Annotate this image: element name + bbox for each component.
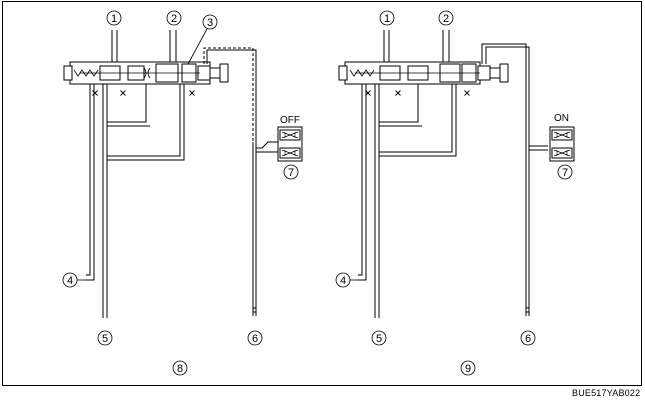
figure-frame [2, 1, 642, 386]
solenoid-on-label: ON [554, 113, 569, 124]
callout-2-right [438, 10, 454, 26]
callout-5-right [371, 330, 387, 346]
solenoid-off-label: OFF [280, 115, 300, 126]
callout-5-left [97, 330, 113, 346]
callout-4-left-text: 4 [67, 275, 73, 287]
callout-9-text: 9 [465, 363, 471, 375]
callout-6-right-text: 6 [525, 333, 531, 345]
callout-8 [172, 360, 188, 376]
figure-code: BUE517YAB022 [572, 388, 641, 398]
callout-2-left-text: 2 [171, 13, 177, 25]
callout-6-left [247, 330, 263, 346]
callout-1-right [379, 10, 395, 26]
callout-3-text: 3 [207, 17, 213, 29]
solenoid-off: OFF [277, 115, 303, 162]
callout-1-left [106, 10, 122, 26]
callout-7-left [283, 164, 299, 180]
callout-3 [202, 14, 218, 30]
callout-6-left-text: 6 [252, 333, 258, 345]
callout-4-right-text: 4 [340, 275, 346, 287]
valve-assembly-on [338, 30, 548, 318]
callout-7-right [557, 164, 573, 180]
callout-9 [460, 360, 476, 376]
callout-5-right-text: 5 [376, 333, 382, 345]
callout-6-right [520, 330, 536, 346]
callout-7-right-text: 7 [562, 167, 568, 179]
solenoid-on: ON [549, 113, 575, 162]
callout-7-left-text: 7 [288, 167, 294, 179]
callout-1-right-text: 1 [384, 13, 390, 25]
callouts: 1 2 3 4 5 6 7 8 1 2 4 5 6 7 9 [62, 10, 573, 376]
callout-2-left [166, 10, 182, 26]
callout-5-left-text: 5 [102, 333, 108, 345]
callout-1-left-text: 1 [111, 13, 117, 25]
valve-assembly-off [63, 30, 278, 318]
callout-8-text: 8 [177, 363, 183, 375]
callout-2-right-text: 2 [443, 13, 449, 25]
